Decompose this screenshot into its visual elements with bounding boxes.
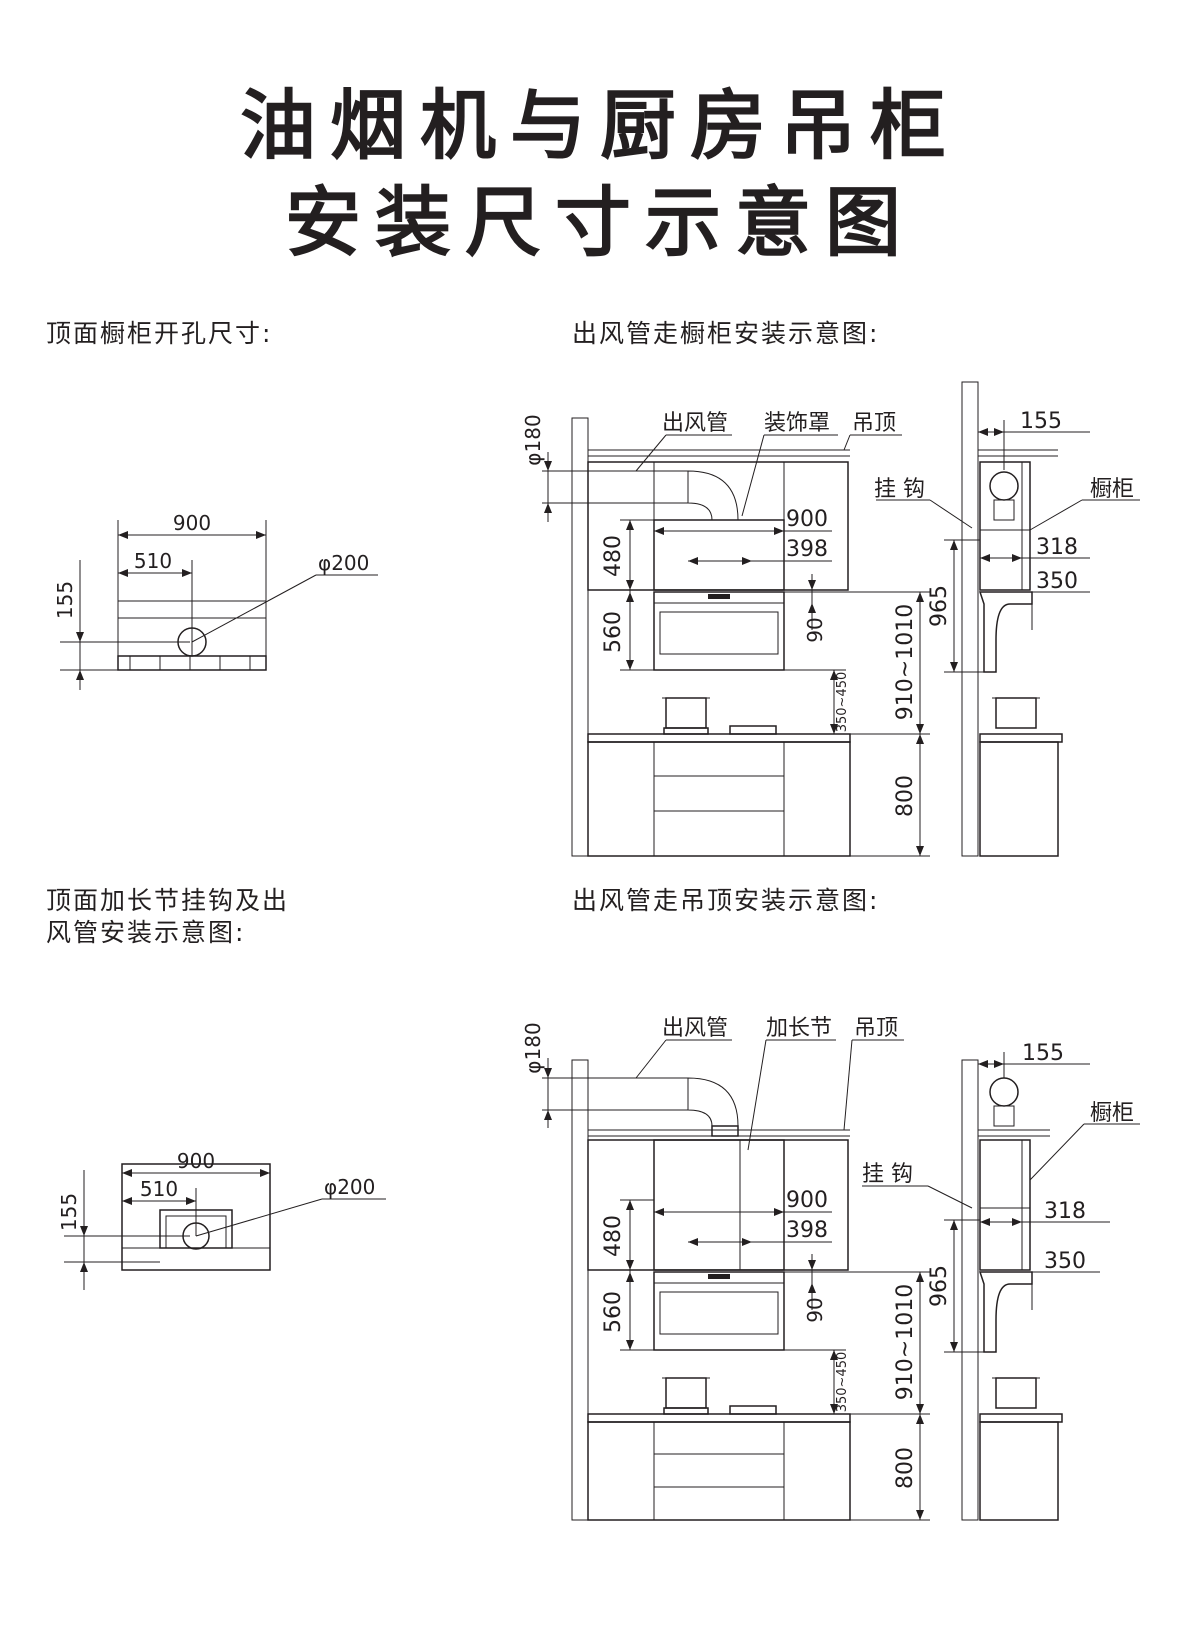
dim-hood-to-counter: 910~1010 bbox=[893, 604, 918, 720]
front-view-2: 出风管 加长节 吊顶 φ180 900 398 480 560 90 bbox=[521, 1016, 930, 1521]
dim-counter: 800 bbox=[893, 775, 918, 817]
dim-gap: 90 bbox=[803, 1297, 827, 1322]
dim-510: 510 bbox=[140, 1177, 178, 1201]
dim-counter: 800 bbox=[893, 1447, 918, 1489]
section-label-bottom-right: 出风管走吊顶安装示意图: bbox=[572, 886, 880, 915]
exhaust-duct bbox=[587, 470, 689, 504]
dim-diameter: φ200 bbox=[324, 1175, 375, 1199]
dim-965: 965 bbox=[927, 1265, 952, 1307]
dim-inner: 398 bbox=[786, 537, 828, 562]
dim-width: 900 bbox=[786, 1188, 828, 1213]
label-ceiling: 吊顶 bbox=[852, 411, 896, 436]
dim-hood-to-counter: 910~1010 bbox=[893, 1284, 918, 1400]
label-extension: 加长节 bbox=[766, 1016, 832, 1041]
page-title-line2: 安装尺寸示意图 bbox=[285, 178, 915, 267]
dim-stove-gap: 350~450 bbox=[835, 672, 850, 733]
section-label-top-right: 出风管走橱柜安装示意图: bbox=[572, 319, 880, 348]
front-view-1: 出风管 装饰罩 吊顶 φ180 900 398 480 560 90 bbox=[521, 411, 930, 857]
dim-318: 318 bbox=[1036, 535, 1078, 560]
dim-155: 155 bbox=[53, 581, 77, 619]
side-view-2: 155 橱柜 挂 钩 318 350 965 bbox=[862, 1041, 1140, 1521]
label-hook: 挂 钩 bbox=[862, 1162, 913, 1187]
label-hook: 挂 钩 bbox=[874, 477, 925, 502]
side-view-1: 155 挂 钩 橱柜 318 350 965 bbox=[874, 381, 1140, 857]
dim-900: 900 bbox=[177, 1149, 215, 1173]
dim-900: 900 bbox=[173, 511, 211, 535]
dim-gap: 90 bbox=[803, 617, 827, 642]
brick-wall bbox=[961, 381, 979, 857]
dim-duct-diameter: φ180 bbox=[521, 1022, 545, 1073]
brick-wall bbox=[571, 417, 589, 857]
label-duct: 出风管 bbox=[662, 1016, 728, 1041]
label-duct: 出风管 bbox=[662, 411, 728, 436]
dim-350: 350 bbox=[1044, 1249, 1086, 1274]
hole-diagram-1: 900 510 155 φ200 bbox=[53, 511, 378, 690]
label-ceiling: 吊顶 bbox=[854, 1016, 898, 1041]
dim-inner: 398 bbox=[786, 1218, 828, 1243]
dim-cabinet-height: 480 bbox=[601, 535, 626, 577]
dim-cabinet-height: 480 bbox=[601, 1215, 626, 1257]
dim-depth: 155 bbox=[1022, 1041, 1064, 1066]
dim-hood-height: 560 bbox=[601, 1291, 626, 1333]
brick-wall bbox=[961, 1059, 979, 1521]
brick-wall bbox=[571, 1059, 589, 1521]
section-label-bottom-left-1: 顶面加长节挂钩及出 bbox=[46, 886, 290, 915]
dim-depth: 155 bbox=[1020, 409, 1062, 434]
dim-965: 965 bbox=[927, 585, 952, 627]
section-label-top-left: 顶面橱柜开孔尺寸: bbox=[46, 319, 273, 348]
label-cabinet: 橱柜 bbox=[1090, 1101, 1134, 1126]
dim-diameter: φ200 bbox=[318, 551, 369, 575]
hole-diagram-2: 900 510 155 φ200 bbox=[57, 1149, 386, 1290]
dim-stove-gap: 350~450 bbox=[835, 1352, 850, 1413]
dim-width: 900 bbox=[786, 507, 828, 532]
dim-318: 318 bbox=[1044, 1199, 1086, 1224]
dim-hood-height: 560 bbox=[601, 611, 626, 653]
label-cabinet: 橱柜 bbox=[1090, 477, 1134, 502]
label-cover: 装饰罩 bbox=[764, 411, 830, 436]
dim-510: 510 bbox=[134, 549, 172, 573]
section-label-bottom-left-2: 风管安装示意图: bbox=[46, 918, 246, 947]
page-title-line1: 油烟机与厨房吊柜 bbox=[240, 81, 960, 170]
exhaust-duct bbox=[587, 1077, 689, 1111]
dim-duct-diameter: φ180 bbox=[521, 414, 545, 465]
dim-350: 350 bbox=[1036, 569, 1078, 594]
dim-155: 155 bbox=[57, 1193, 81, 1231]
